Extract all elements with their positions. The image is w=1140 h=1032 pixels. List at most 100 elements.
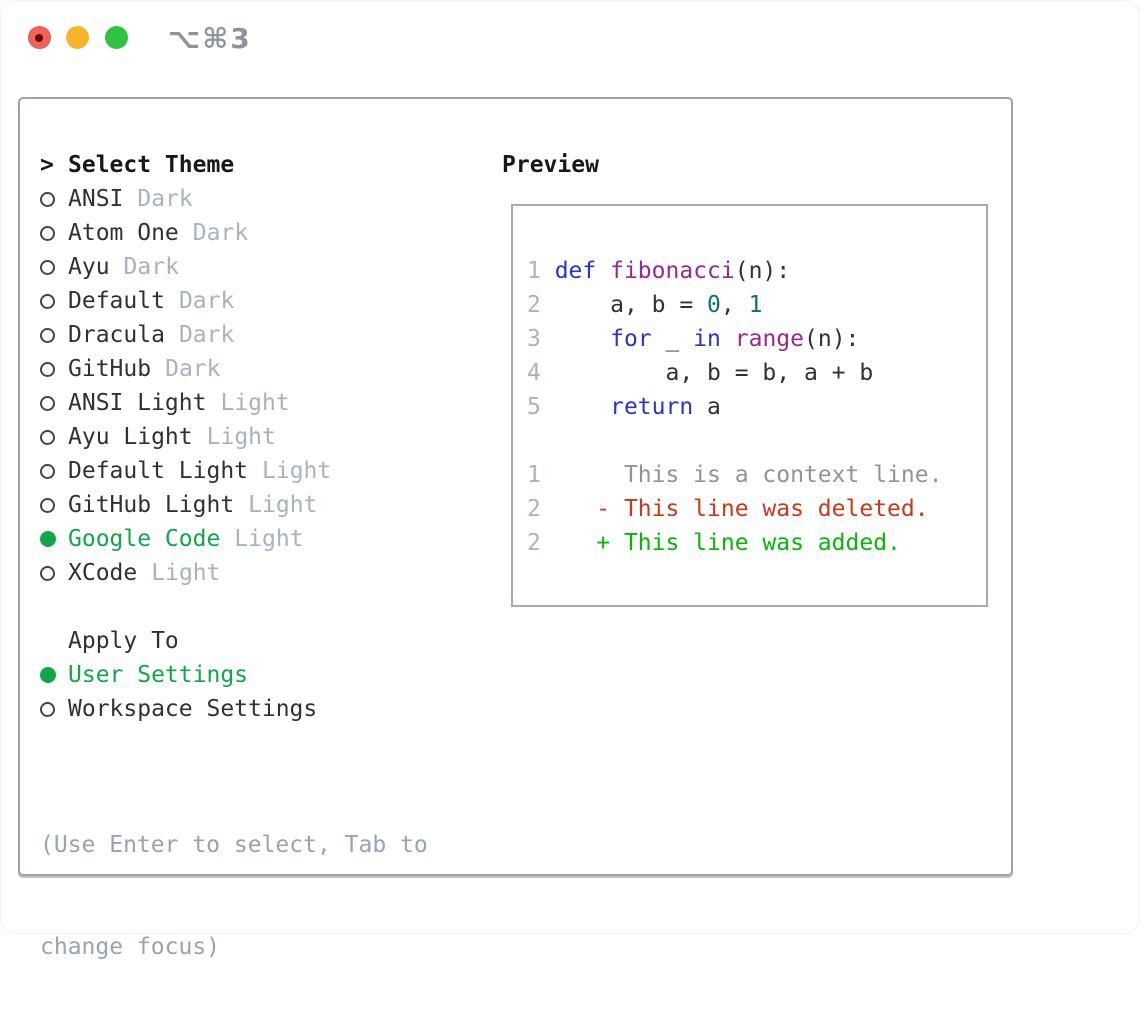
theme-name: Ayu (68, 254, 110, 280)
close-dot-icon (35, 34, 43, 42)
preview-title: Preview (502, 152, 599, 178)
plain-token: _ (651, 326, 694, 352)
theme-variant: Dark (178, 288, 235, 314)
plain-token: a, b = (554, 292, 708, 318)
theme-variant: Light (234, 526, 304, 552)
diff-added-line: 2 + This line was added. (527, 526, 986, 560)
apply-option-workspace-settings[interactable]: Workspace Settings (40, 692, 428, 726)
caret-icon: > (40, 152, 54, 178)
help-text: (Use Enter to select, Tab to change focu… (40, 760, 428, 1032)
theme-name: XCode (68, 560, 138, 586)
main-panel: > Select Theme ANSI Dark Atom One Dark A… (18, 97, 1013, 960)
keyword-token: in (693, 326, 721, 352)
theme-name: ANSI (68, 186, 124, 212)
theme-variant: Light (248, 492, 318, 518)
diff-context-line: 1 This is a context line. (527, 458, 986, 492)
plain-token: a, b = b, a + b (554, 360, 874, 386)
theme-variant: Light (206, 424, 276, 450)
line-number: 1 (527, 462, 555, 488)
theme-option-ansi-dark[interactable]: ANSI Dark (40, 182, 428, 216)
code-line: 2 a, b = 0, 1 (527, 288, 986, 322)
number-token: 1 (748, 292, 763, 318)
theme-option-google-code[interactable]: Google Code Light (40, 522, 428, 556)
function-token: range (734, 326, 804, 352)
radio-icon (40, 395, 55, 411)
plain-token: a (693, 394, 721, 420)
theme-option-dracula-dark[interactable]: Dracula Dark (40, 318, 428, 352)
help-line: change focus) (40, 934, 221, 960)
app-window: ⌥⌘3 > Select Theme ANSI Dark Atom One Da… (0, 0, 1140, 960)
radio-icon (40, 361, 55, 377)
theme-name: Atom One (68, 220, 179, 246)
theme-variant: Dark (192, 220, 249, 246)
radio-icon (40, 191, 55, 207)
preview-box: 1 def fibonacci(n): 2 a, b = 0, 1 3 for … (511, 204, 988, 607)
plain-token: , (720, 292, 749, 318)
theme-option-atom-one-dark[interactable]: Atom One Dark (40, 216, 428, 250)
code-preview: 1 def fibonacci(n): 2 a, b = 0, 1 3 for … (513, 206, 986, 560)
theme-variant: Dark (137, 186, 193, 212)
theme-option-ayu-dark[interactable]: Ayu Dark (40, 250, 428, 284)
theme-name: Default Light (68, 458, 249, 484)
keyword-token: return (610, 394, 694, 420)
close-button[interactable] (28, 26, 51, 49)
line-number: 5 (527, 394, 555, 420)
theme-variant: Dark (165, 356, 221, 382)
plain-token: (n): (734, 258, 791, 284)
plain-token: (n): (804, 326, 860, 352)
diff-deleted-line: 2 - This line was deleted. (527, 492, 986, 526)
theme-option-github-light[interactable]: GitHub Light Light (40, 488, 428, 522)
help-line: (Use Enter to select, Tab to (40, 832, 428, 858)
theme-option-default-dark[interactable]: Default Dark (40, 284, 428, 318)
theme-variant: Light (220, 390, 290, 416)
theme-option-default-light[interactable]: Default Light Light (40, 454, 428, 488)
keyword-token: def (554, 258, 597, 284)
theme-name: Default (68, 288, 165, 314)
code-line: 1 def fibonacci(n): (527, 254, 986, 288)
line-number: 4 (527, 360, 555, 386)
apply-option-label: Workspace Settings (68, 696, 318, 722)
radio-icon (40, 259, 55, 275)
context-token: This is a context line. (554, 462, 943, 488)
minimize-button[interactable] (66, 26, 89, 49)
apply-option-user-settings[interactable]: User Settings (40, 658, 428, 692)
apply-option-label: User Settings (68, 662, 249, 688)
theme-variant: Dark (123, 254, 179, 280)
line-number: 2 (527, 292, 555, 318)
line-number: 1 (527, 258, 555, 284)
radio-selected-icon (40, 531, 56, 547)
theme-name: Dracula (68, 322, 165, 348)
theme-option-ayu-light[interactable]: Ayu Light Light (40, 420, 428, 454)
radio-icon (40, 565, 55, 581)
theme-variant: Dark (178, 322, 235, 348)
title-bar: ⌥⌘3 (0, 0, 1140, 74)
line-number: 3 (527, 326, 555, 352)
theme-option-xcode-light[interactable]: XCode Light (40, 556, 428, 590)
theme-option-ansi-light[interactable]: ANSI Light Light (40, 386, 428, 420)
radio-icon (40, 327, 55, 343)
select-theme-header: > Select Theme (40, 148, 428, 182)
spacer (40, 726, 428, 760)
apply-to-label: Apply To (68, 628, 179, 654)
theme-variant: Light (151, 560, 221, 586)
theme-name: Ayu Light (68, 424, 193, 450)
radio-icon (40, 293, 55, 309)
added-token: + This line was added. (554, 530, 901, 556)
blank-line (527, 424, 986, 458)
theme-name: GitHub Light (68, 492, 235, 518)
keyword-token: for (610, 326, 652, 352)
plain-token (555, 394, 610, 420)
theme-list: > Select Theme ANSI Dark Atom One Dark A… (40, 148, 428, 1032)
theme-name: GitHub (68, 356, 152, 382)
plain-token (596, 258, 610, 284)
code-line: 3 for _ in range(n): (527, 322, 986, 356)
theme-option-github-dark[interactable]: GitHub Dark (40, 352, 428, 386)
zoom-button[interactable] (105, 26, 128, 49)
plain-token (721, 326, 735, 352)
spacer (40, 590, 428, 624)
theme-name: ANSI Light (68, 390, 207, 416)
function-token: fibonacci (610, 258, 735, 284)
plain-token (555, 326, 610, 352)
line-number: 2 (527, 496, 555, 522)
theme-variant: Light (262, 458, 332, 484)
